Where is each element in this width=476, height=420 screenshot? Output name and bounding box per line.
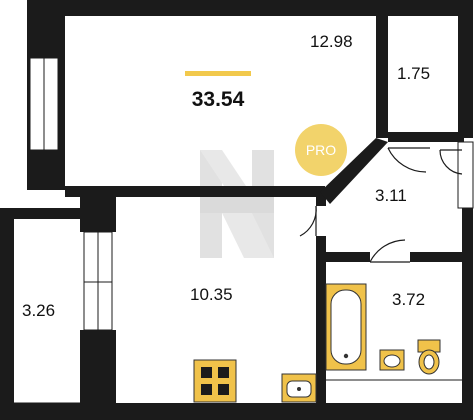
wall-balcony-left — [0, 208, 14, 420]
wall-hall-diagonal — [320, 138, 388, 204]
wall-kitchen-hall — [316, 192, 326, 206]
doors — [299, 147, 463, 263]
total-area: 33.54 — [192, 88, 245, 111]
room-area-living-room: 12.98 — [310, 32, 353, 51]
wall-bottom — [0, 403, 473, 420]
wall-top — [27, 0, 473, 16]
room-area-hallway: 3.11 — [375, 186, 407, 205]
room-area-kitchen: 10.35 — [190, 285, 233, 304]
wall-right-lower — [462, 208, 473, 420]
window-hall-right — [457, 141, 474, 209]
wall-right-upper — [458, 0, 473, 138]
bathtub-icon — [325, 283, 367, 371]
pro-badge-circle — [295, 124, 347, 176]
wall-kitchen-left-upper — [80, 186, 116, 232]
room-area-balcony: 3.26 — [22, 301, 55, 320]
watermark-logo-icon — [200, 150, 274, 258]
wall-hall-bath-right — [410, 252, 462, 262]
washbasin-icon — [379, 349, 405, 371]
kitchen-sink-icon — [281, 373, 317, 403]
toilet-icon — [417, 339, 441, 375]
pro-badge: PRO — [295, 124, 347, 176]
wall-living-bottom — [65, 186, 325, 197]
wall-storage-bottom — [388, 132, 464, 142]
wall-living-storage — [376, 16, 388, 138]
room-area-storage-room: 1.75 — [397, 64, 430, 83]
total-area-accent-bar — [185, 71, 251, 76]
wall-balcony-top — [0, 208, 80, 219]
wall-hall-bath-left — [326, 252, 370, 262]
windows — [29, 57, 474, 331]
wall-kitchen-bath — [316, 236, 326, 403]
stove-icon — [193, 359, 237, 403]
pro-badge-label: PRO — [306, 142, 336, 158]
room-area-bathroom: 3.72 — [392, 290, 425, 309]
